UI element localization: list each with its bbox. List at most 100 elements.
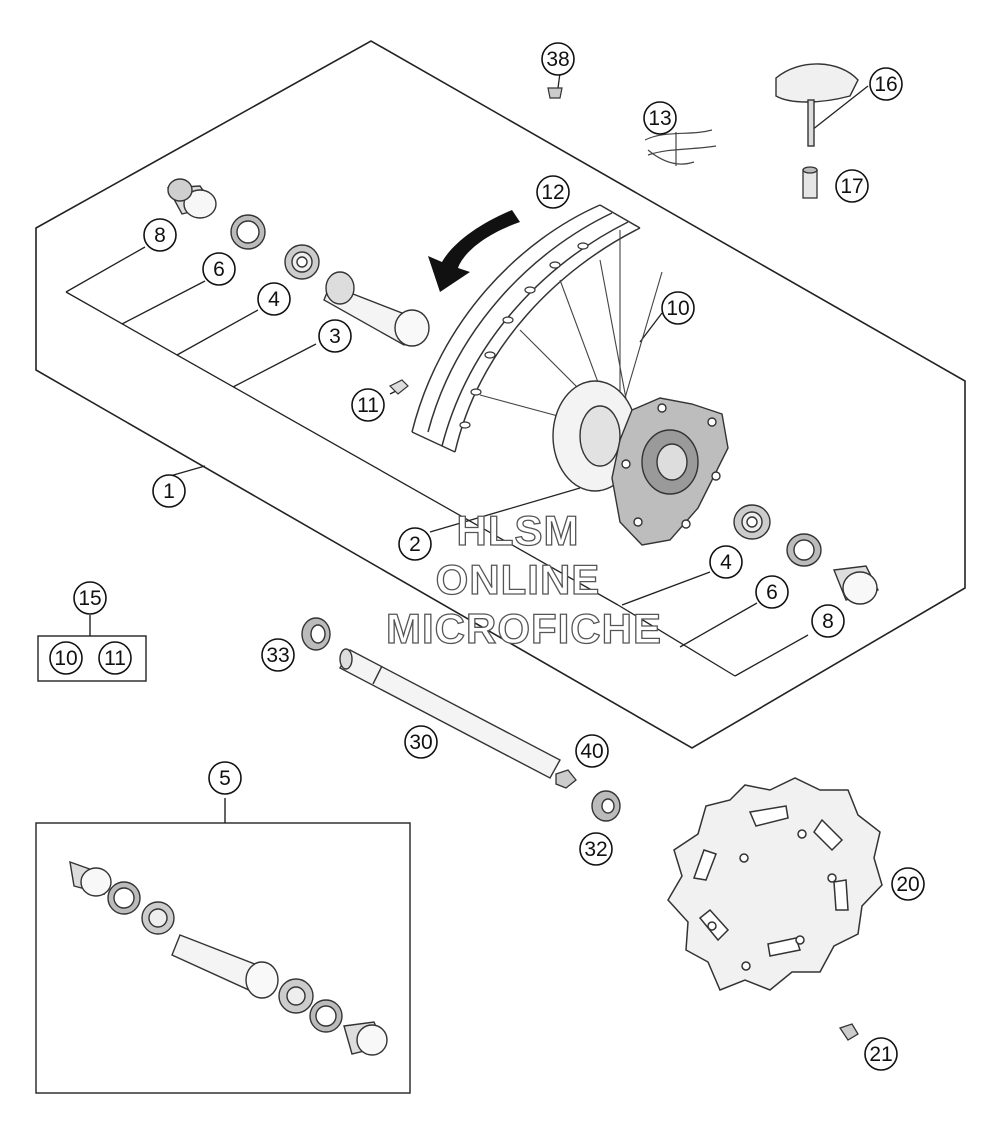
watermark-line-3: MICROFICHE <box>386 605 662 652</box>
seal-6-bottom <box>786 533 822 567</box>
callout-circle <box>318 319 352 353</box>
callout-label: 8 <box>154 224 166 247</box>
callout-20: 20 <box>891 867 925 901</box>
nut-17 <box>802 166 818 199</box>
seal-6-top <box>230 214 266 250</box>
callout-label: 40 <box>580 740 603 763</box>
callout-circle <box>49 641 83 675</box>
callout-label: 21 <box>869 1043 892 1066</box>
nut-33 <box>301 617 331 651</box>
callout-8b: 8 <box>811 604 845 638</box>
nut-32 <box>591 790 621 822</box>
callout-30: 30 <box>404 725 438 759</box>
bearing-4-top <box>284 244 320 280</box>
callout-label: 1 <box>163 480 175 503</box>
watermark-line-2: ONLINE <box>436 556 601 603</box>
callout-circle <box>152 474 186 508</box>
callout-11a: 11 <box>351 388 385 422</box>
callout-label: 33 <box>266 644 289 667</box>
callout-4a: 4 <box>257 282 291 316</box>
callout-label: 30 <box>409 731 432 754</box>
callout-label: 4 <box>720 551 732 574</box>
spacer-8-top <box>166 178 217 219</box>
screw-40 <box>555 769 577 789</box>
kit-box-15 <box>37 615 147 682</box>
spacer-8-bottom <box>833 565 879 605</box>
callout-circle <box>709 545 743 579</box>
callout-circle <box>257 282 291 316</box>
callout-circle <box>575 734 609 768</box>
nipple-11 <box>388 379 409 395</box>
callout-circle <box>208 761 242 795</box>
brake-disc-20 <box>667 777 883 991</box>
callout-label: 3 <box>329 325 341 348</box>
callout-label: 13 <box>648 107 671 130</box>
callout-circle <box>579 832 613 866</box>
callout-16: 16 <box>869 67 903 101</box>
callout-5: 5 <box>208 761 242 795</box>
callout-circle <box>261 638 295 672</box>
callout-6a: 6 <box>202 252 236 286</box>
callout-label: 5 <box>219 767 231 790</box>
hub-part <box>552 380 729 546</box>
callout-label: 17 <box>840 175 863 198</box>
spacer-tube-3 <box>323 271 430 347</box>
callout-label: 11 <box>357 394 379 417</box>
callout-circle <box>536 175 570 209</box>
callout-17: 17 <box>835 169 869 203</box>
callout-circle <box>869 67 903 101</box>
callout-11b: 11 <box>98 641 132 675</box>
callout-label: 10 <box>666 297 689 320</box>
callout-circle <box>541 42 575 76</box>
callout-label: 4 <box>268 288 280 311</box>
callout-21: 21 <box>864 1037 898 1071</box>
callout-circle <box>755 575 789 609</box>
callout-circle <box>98 641 132 675</box>
callout-circle <box>891 867 925 901</box>
callout-1: 1 <box>152 474 186 508</box>
callout-label: 32 <box>584 838 607 861</box>
callout-13: 13 <box>643 101 677 135</box>
callout-2: 2 <box>398 527 432 561</box>
callout-label: 16 <box>874 73 897 96</box>
callout-circle <box>398 527 432 561</box>
bearing-4-bottom <box>733 504 771 540</box>
callout-circle <box>202 252 236 286</box>
cap-38 <box>547 87 563 99</box>
callout-8a: 8 <box>143 218 177 252</box>
callout-label: 15 <box>78 587 101 610</box>
watermark-line-1: HLSM <box>457 507 580 554</box>
callout-label: 6 <box>213 258 225 281</box>
callout-label: 8 <box>822 610 834 633</box>
callout-40: 40 <box>575 734 609 768</box>
callout-label: 10 <box>54 647 77 670</box>
axle-30 <box>339 648 561 779</box>
rim-tape-13 <box>644 129 717 166</box>
callout-3: 3 <box>318 319 352 353</box>
callout-circle <box>864 1037 898 1071</box>
watermark: HLSM ONLINE MICROFICHE <box>385 506 662 652</box>
callout-33: 33 <box>261 638 295 672</box>
assembly-frame <box>35 40 966 749</box>
callout-circle <box>643 101 677 135</box>
kit-5-contents <box>69 860 388 1056</box>
callout-circle <box>351 388 385 422</box>
callout-label: 2 <box>409 533 421 556</box>
callout-label: 6 <box>766 581 778 604</box>
callout-circle <box>661 291 695 325</box>
callout-4b: 4 <box>709 545 743 579</box>
callout-32: 32 <box>579 832 613 866</box>
kit-box-5 <box>35 798 411 1094</box>
callout-circle <box>143 218 177 252</box>
callout-10b: 10 <box>49 641 83 675</box>
callout-15: 15 <box>73 581 107 615</box>
callout-circle <box>811 604 845 638</box>
callout-10a: 10 <box>661 291 695 325</box>
screw-21 <box>838 1023 859 1041</box>
callout-38: 38 <box>541 42 575 76</box>
callout-circle <box>404 725 438 759</box>
callout-circle <box>73 581 107 615</box>
callout-label: 12 <box>541 181 564 204</box>
callout-6b: 6 <box>755 575 789 609</box>
